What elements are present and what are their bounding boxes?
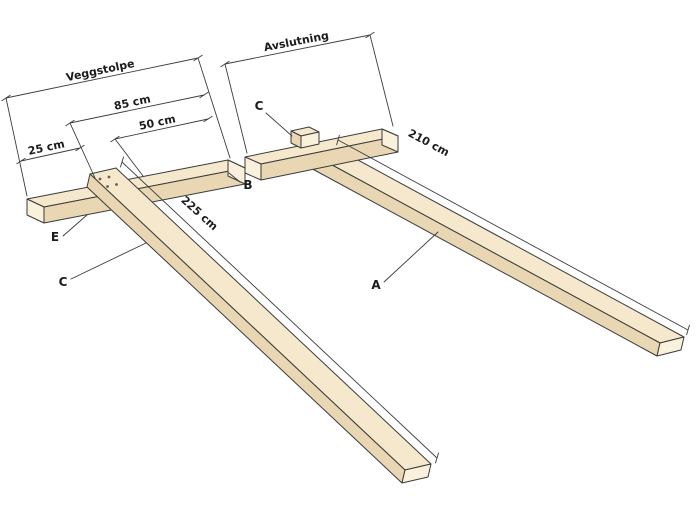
leader-e (62, 214, 88, 237)
dim-tick (203, 115, 213, 123)
d85-extension (69, 122, 96, 179)
post-beam-end-face (401, 463, 432, 484)
dim-tick (365, 31, 375, 39)
post-beam-top-face (89, 167, 432, 471)
leader-c-lower (70, 242, 147, 280)
leader-a (383, 231, 439, 283)
beam-a-top-face (309, 146, 685, 344)
end-block-right-face (300, 131, 320, 149)
dim-label-210cm: 210 cm (406, 127, 452, 160)
d85-dim-line (69, 94, 205, 124)
leader-lines (62, 112, 439, 283)
dim-label-25cm: 25 cm (27, 137, 66, 157)
dim-tick (65, 119, 75, 127)
dim-tick (1, 94, 11, 102)
screw-dot (107, 175, 111, 179)
veggstolpe-label: Veggstolpe (65, 57, 136, 84)
avslutning-extension-left (224, 63, 248, 154)
d225-dim-line (121, 161, 438, 459)
part-label-e: E (51, 230, 59, 244)
dim-tick (220, 60, 230, 68)
veggstolpe-extension-right (197, 57, 231, 159)
beam-a-end-face (656, 336, 685, 357)
crossbeam-right (244, 128, 399, 181)
post-beam-front-face (86, 173, 406, 484)
dim-tick (686, 324, 690, 336)
part-label-b: B (243, 178, 252, 192)
dim-tick (110, 135, 120, 143)
avslutning-dim-line (224, 34, 371, 65)
crossbeam-left-left-end-face (26, 198, 45, 224)
d25-dim-line (20, 147, 81, 162)
screw-dot (115, 183, 118, 186)
beam-a-front-face (306, 152, 661, 357)
veggstolpe-extension-left (5, 97, 28, 197)
leader-b (228, 172, 241, 183)
veggstolpe-dim-line (5, 57, 199, 99)
dim-tick (16, 157, 26, 165)
dim-tick (199, 91, 209, 99)
avslutning-label: Avslutning (263, 29, 330, 54)
left-assembly (26, 159, 432, 484)
dim-tick (193, 54, 203, 62)
part-label-c-top: C (255, 99, 264, 113)
end-block-c (290, 126, 320, 149)
dim-tick (120, 156, 124, 168)
post-beam (86, 167, 432, 484)
dim-label-225cm: 225 cm (178, 194, 220, 234)
right-assembly (244, 126, 685, 357)
dim-tick (435, 452, 439, 464)
d50-extension (114, 138, 144, 177)
screw-dot (106, 185, 109, 188)
part-label-a: A (371, 278, 381, 292)
dimension-lines (1, 31, 690, 464)
avslutning-extension-right (369, 34, 394, 127)
d50-dim-line (114, 118, 209, 140)
beam-a-long-beam (306, 146, 685, 357)
joint-screws (98, 175, 118, 188)
screw-dot (98, 177, 102, 181)
crossbeam-left-right-end-face (227, 159, 246, 185)
dim-tick (336, 134, 340, 146)
text-labels: Veggstolpe Avslutning 85 cm 50 cm 25 cm … (27, 29, 452, 292)
dim-tick (75, 144, 85, 152)
d210-dim-line (337, 139, 689, 331)
crossbeam-right-right-end-face (381, 128, 399, 153)
leader-c-top (265, 112, 293, 137)
part-label-c-lower: C (59, 275, 68, 289)
